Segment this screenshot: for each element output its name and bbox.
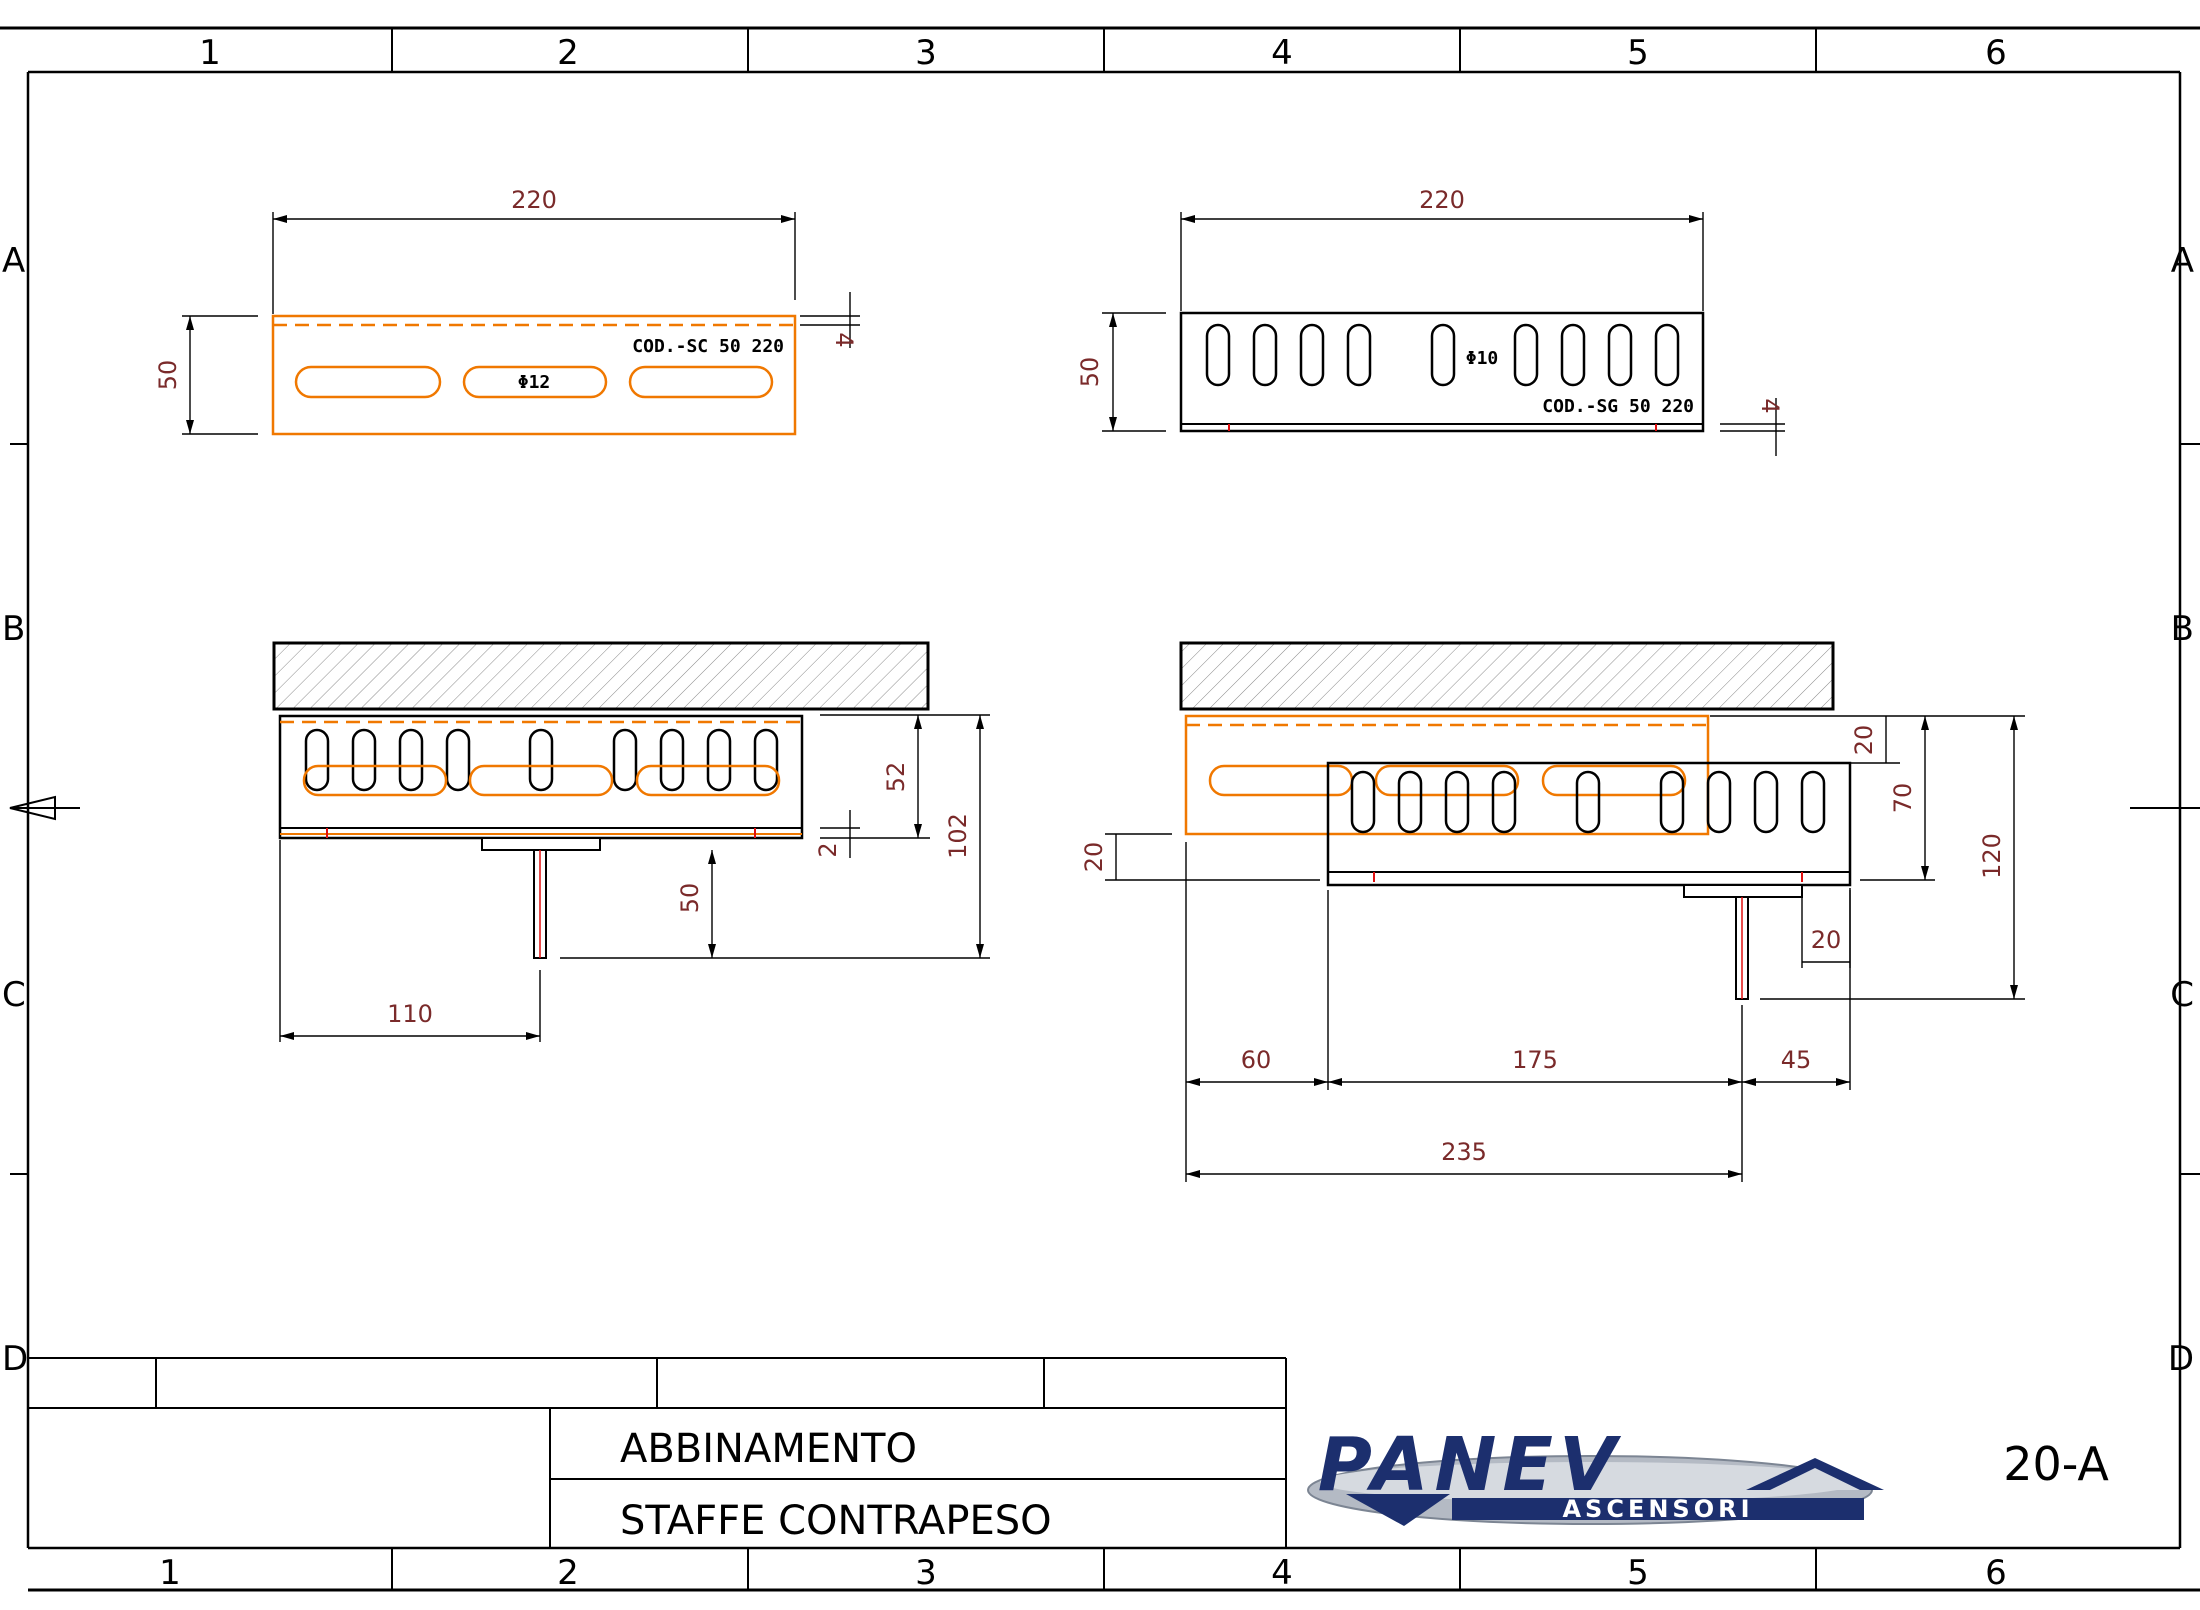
zone-top-6: 6 [1985,33,2007,73]
title-line-1: ABBINAMENTO [620,1426,917,1472]
zone-right-b: B [2171,609,2194,649]
sg-code-label: COD.-SG 50 220 [1542,396,1694,417]
sc-width-dim: 220 [511,186,557,214]
right-d70: 70 [1889,783,1917,814]
view-sg-top: Φ10 COD.-SG 50 220 220 50 4 [1076,186,1785,456]
right-d20-right: 20 [1811,926,1842,954]
title-block: ABBINAMENTO STAFFE CONTRAPESO 20-A [28,1357,2109,1548]
sc-height-dim: 50 [154,360,182,391]
zone-left-b: B [2,609,25,649]
right-d45: 45 [1781,1046,1812,1074]
left-d50: 50 [676,883,704,914]
view-sc-top: Φ12 COD.-SC 50 220 220 50 4 [154,186,860,436]
zone-bottom-4: 4 [1271,1553,1293,1593]
sg-offset-dim: 4 [1756,398,1784,413]
zone-bottom-5: 5 [1627,1553,1649,1593]
drawing-number: 20-A [2003,1437,2109,1491]
logo-word-panev: PANEV [1318,1422,1622,1508]
right-d60: 60 [1241,1046,1272,1074]
sg-width-dim: 220 [1419,186,1465,214]
left-d102: 102 [944,813,972,859]
sc-offset-dim: 4 [830,332,858,347]
right-d20-left: 20 [1080,842,1108,873]
zone-top-3: 3 [915,33,937,73]
zone-left-c: C [2,975,26,1015]
sc-hole-label: Φ12 [518,372,551,393]
zone-bottom-1: 1 [159,1553,181,1593]
right-d120: 120 [1978,833,2006,879]
zone-right-d: D [2168,1339,2194,1379]
view-right-assembly: 20 70 120 20 20 60 17 [1080,641,2025,1182]
zone-bottom-2: 2 [557,1553,579,1593]
right-d175: 175 [1512,1046,1558,1074]
zone-bottom-3: 3 [915,1553,937,1593]
sg-height-dim: 50 [1076,357,1104,388]
zone-left-a: A [2,241,25,281]
sc-code-label: COD.-SC 50 220 [632,336,784,357]
sg-hole-label: Φ10 [1466,348,1499,369]
panev-logo: PANEV ASCENSORI [1307,1422,1884,1526]
zone-right-a: A [2171,241,2194,281]
zone-labels: 1 2 3 4 5 6 1 2 3 4 5 6 A B C D A B C D [2,33,2194,1593]
zone-top-1: 1 [199,33,221,73]
zone-right-c: C [2170,975,2194,1015]
left-d52: 52 [882,762,910,793]
right-d20-top: 20 [1850,725,1878,756]
zone-left-d: D [2,1339,28,1379]
zone-top-4: 4 [1271,33,1293,73]
view-left-assembly: 52 2 102 50 110 [272,641,990,1042]
drawing-frame [0,26,2200,1592]
title-line-2: STAFFE CONTRAPESO [620,1498,1052,1544]
zone-bottom-6: 6 [1985,1553,2007,1593]
right-d235: 235 [1441,1138,1487,1166]
zone-top-2: 2 [557,33,579,73]
left-d2: 2 [814,842,842,857]
zone-top-5: 5 [1627,33,1649,73]
left-d110: 110 [387,1000,433,1028]
logo-word-ascensori: ASCENSORI [1562,1495,1753,1523]
